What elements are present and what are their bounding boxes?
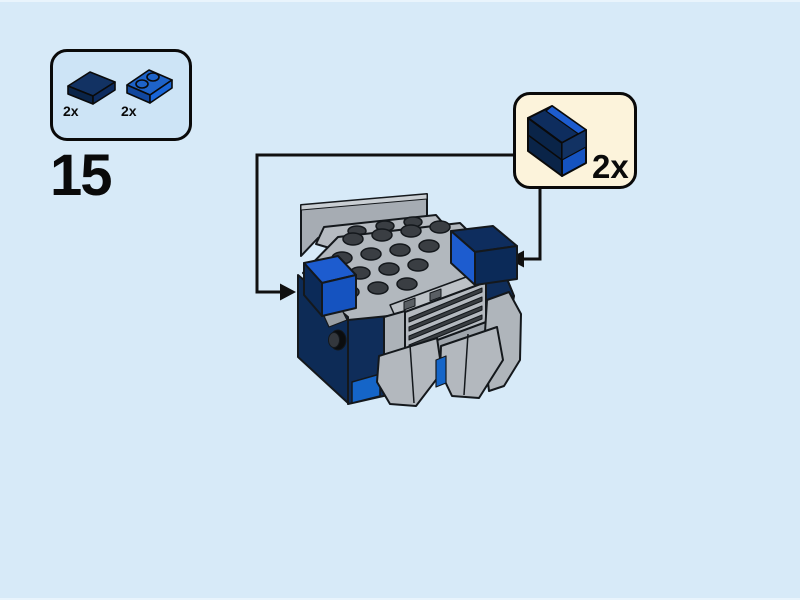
model-new-part-right <box>450 225 518 286</box>
model-top-plate <box>302 222 501 323</box>
model-back-plate <box>315 214 449 250</box>
model-illustration <box>297 193 522 407</box>
model-front-face <box>387 261 515 396</box>
model-left-foot <box>376 337 443 407</box>
arrow-right-icon <box>280 283 296 301</box>
page-top-edge <box>0 0 800 2</box>
page-bottom-edge <box>0 598 800 600</box>
step-number: 15 <box>50 143 112 208</box>
callout-connector-left <box>255 153 513 301</box>
model-grille <box>404 281 487 353</box>
callout-quantity-label: 2x <box>592 148 629 185</box>
parts-inventory-panel <box>50 49 192 141</box>
model-front-left-panel <box>347 315 389 405</box>
callout-connector-right <box>508 189 542 268</box>
arrow-left-icon <box>508 250 524 268</box>
model-studs <box>309 220 451 303</box>
part-quantity-label: 2x <box>121 103 137 119</box>
part-quantity-label: 2x <box>63 103 79 119</box>
model-right-foot <box>439 326 504 399</box>
model-right-arm <box>483 291 522 392</box>
model-left-side <box>297 274 349 404</box>
model-back-panel <box>300 193 428 257</box>
model-new-part-left <box>303 255 357 317</box>
